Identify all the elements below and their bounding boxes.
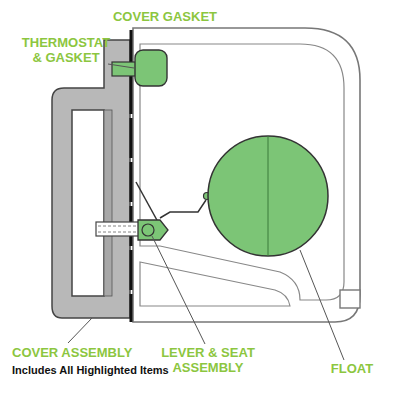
float-ball	[208, 136, 328, 256]
note-label: Includes All Highlighted Items	[12, 364, 182, 377]
leader-line	[152, 236, 205, 344]
body-cavity	[140, 44, 344, 300]
part-label: COVER GASKET	[100, 10, 230, 25]
leader-line	[300, 250, 344, 360]
body-channel	[140, 262, 290, 306]
outlet-thread	[98, 232, 138, 233]
part-label: LEVER & SEAT ASSEMBLY	[158, 346, 258, 376]
valve-ball	[142, 224, 154, 236]
leader-line	[108, 64, 134, 68]
outlet-thread	[98, 226, 138, 227]
cover-plate-inner	[104, 110, 112, 296]
outlet-pipe	[96, 222, 140, 236]
part-label: FLOAT	[322, 362, 382, 377]
thermostat	[135, 50, 167, 86]
float-seam	[268, 136, 269, 256]
part-label: COVER ASSEMBLY	[12, 346, 152, 361]
part-label: THERMOSTAT & GASKET	[18, 36, 114, 66]
cover-assembly	[52, 40, 130, 318]
outlet-boss	[340, 290, 360, 308]
trap-body	[133, 28, 360, 322]
leader-line	[68, 318, 92, 343]
lever-link	[160, 200, 206, 218]
lever-arm	[136, 182, 158, 222]
thermostat-stem	[112, 62, 138, 76]
